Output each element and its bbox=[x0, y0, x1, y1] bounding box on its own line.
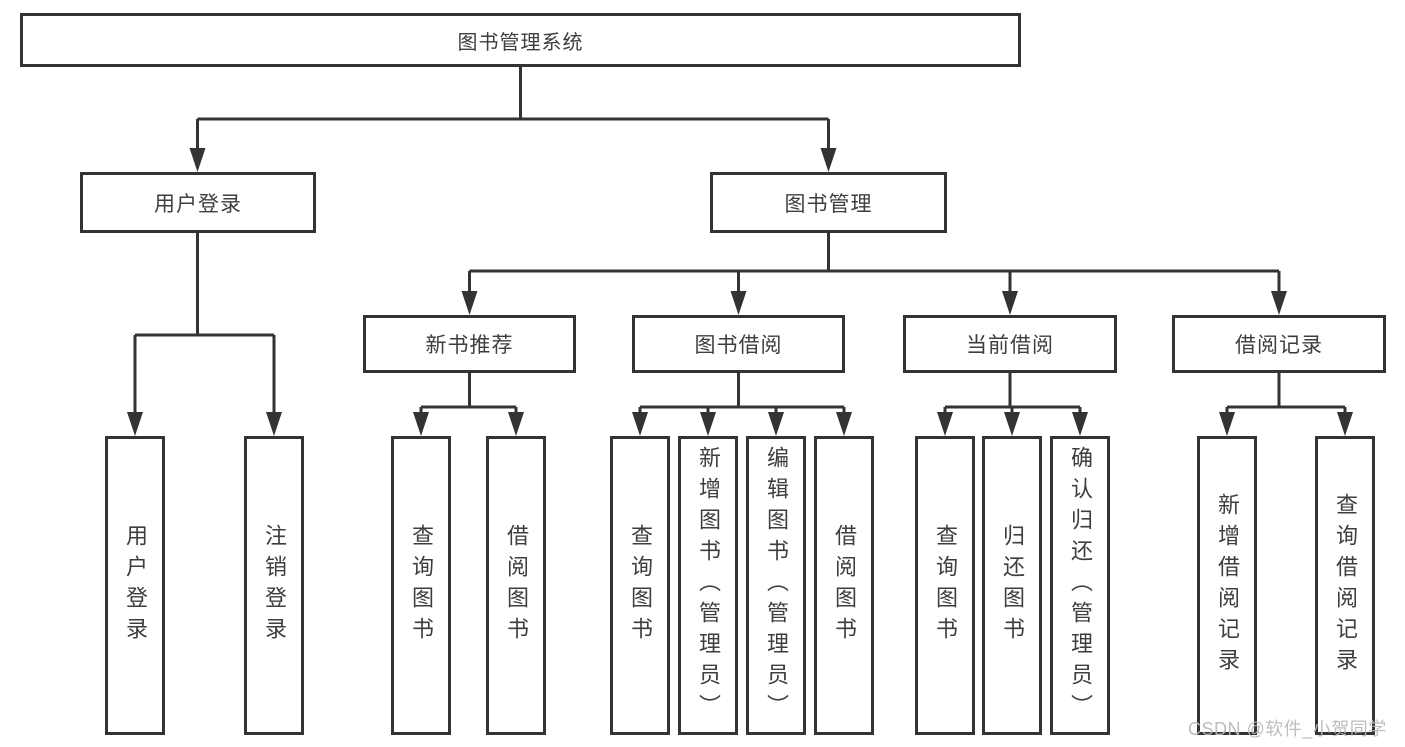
arrow-down-icon bbox=[1002, 291, 1018, 315]
arrow-down-icon bbox=[508, 412, 524, 436]
leaf-record-query-borrow-record: 查询借阅记录 bbox=[1315, 436, 1375, 735]
arrow-down-icon bbox=[836, 412, 852, 436]
arrow-down-icon bbox=[700, 412, 716, 436]
leaf-borrow-query-books: 查询图书 bbox=[610, 436, 670, 735]
arrow-down-icon bbox=[730, 291, 747, 315]
leaf-borrow-add-books-admin: 新增图书（管理员） bbox=[678, 436, 738, 735]
leaf-recommend-query-books: 查询图书 bbox=[391, 436, 451, 735]
connector-book-mgmt-children bbox=[468, 233, 1281, 295]
connector-newbook-children bbox=[419, 373, 518, 416]
arrow-down-icon bbox=[461, 291, 478, 315]
arrow-down-icon bbox=[1271, 291, 1287, 315]
arrow-down-icon bbox=[413, 412, 429, 436]
leaf-current-confirm-return-admin: 确认归还（管理员） bbox=[1050, 436, 1110, 735]
connector-current-children bbox=[943, 373, 1082, 416]
leaf-logout: 注销登录 bbox=[244, 436, 304, 735]
leaf-recommend-borrow-books: 借阅图书 bbox=[486, 436, 546, 735]
arrow-down-icon bbox=[1219, 412, 1235, 436]
arrow-down-icon bbox=[937, 412, 953, 436]
node-book-management: 图书管理 bbox=[710, 172, 947, 233]
connector-borrow-children bbox=[638, 373, 846, 416]
leaf-borrow-edit-books-admin: 编辑图书（管理员） bbox=[746, 436, 806, 735]
arrow-down-icon bbox=[1337, 412, 1353, 436]
leaf-record-add-borrow-record: 新增借阅记录 bbox=[1197, 436, 1257, 735]
leaf-user-login: 用户登录 bbox=[105, 436, 165, 735]
connector-root-to-level2 bbox=[196, 67, 830, 152]
connector-record-children bbox=[1225, 373, 1347, 416]
arrow-down-icon bbox=[1072, 412, 1088, 436]
arrow-down-icon bbox=[632, 412, 648, 436]
leaf-current-query-books: 查询图书 bbox=[915, 436, 975, 735]
node-new-book-recommend: 新书推荐 bbox=[363, 315, 576, 373]
node-current-borrow: 当前借阅 bbox=[903, 315, 1117, 373]
node-borrow-record: 借阅记录 bbox=[1172, 315, 1386, 373]
leaf-current-return-books: 归还图书 bbox=[982, 436, 1042, 735]
arrow-down-icon bbox=[768, 412, 784, 436]
arrow-down-icon bbox=[820, 148, 837, 172]
arrow-down-icon bbox=[189, 148, 206, 172]
node-book-borrow: 图书借阅 bbox=[632, 315, 845, 373]
connector-user-login-children bbox=[133, 233, 276, 416]
node-library-system: 图书管理系统 bbox=[20, 13, 1021, 67]
watermark-text: CSDN @软件_小贺同学 bbox=[1188, 719, 1387, 739]
arrow-down-icon bbox=[1004, 412, 1020, 436]
arrow-down-icon bbox=[266, 412, 282, 436]
leaf-borrow-borrow-books: 借阅图书 bbox=[814, 436, 874, 735]
arrow-down-icon bbox=[127, 412, 143, 436]
node-user-login: 用户登录 bbox=[80, 172, 316, 233]
